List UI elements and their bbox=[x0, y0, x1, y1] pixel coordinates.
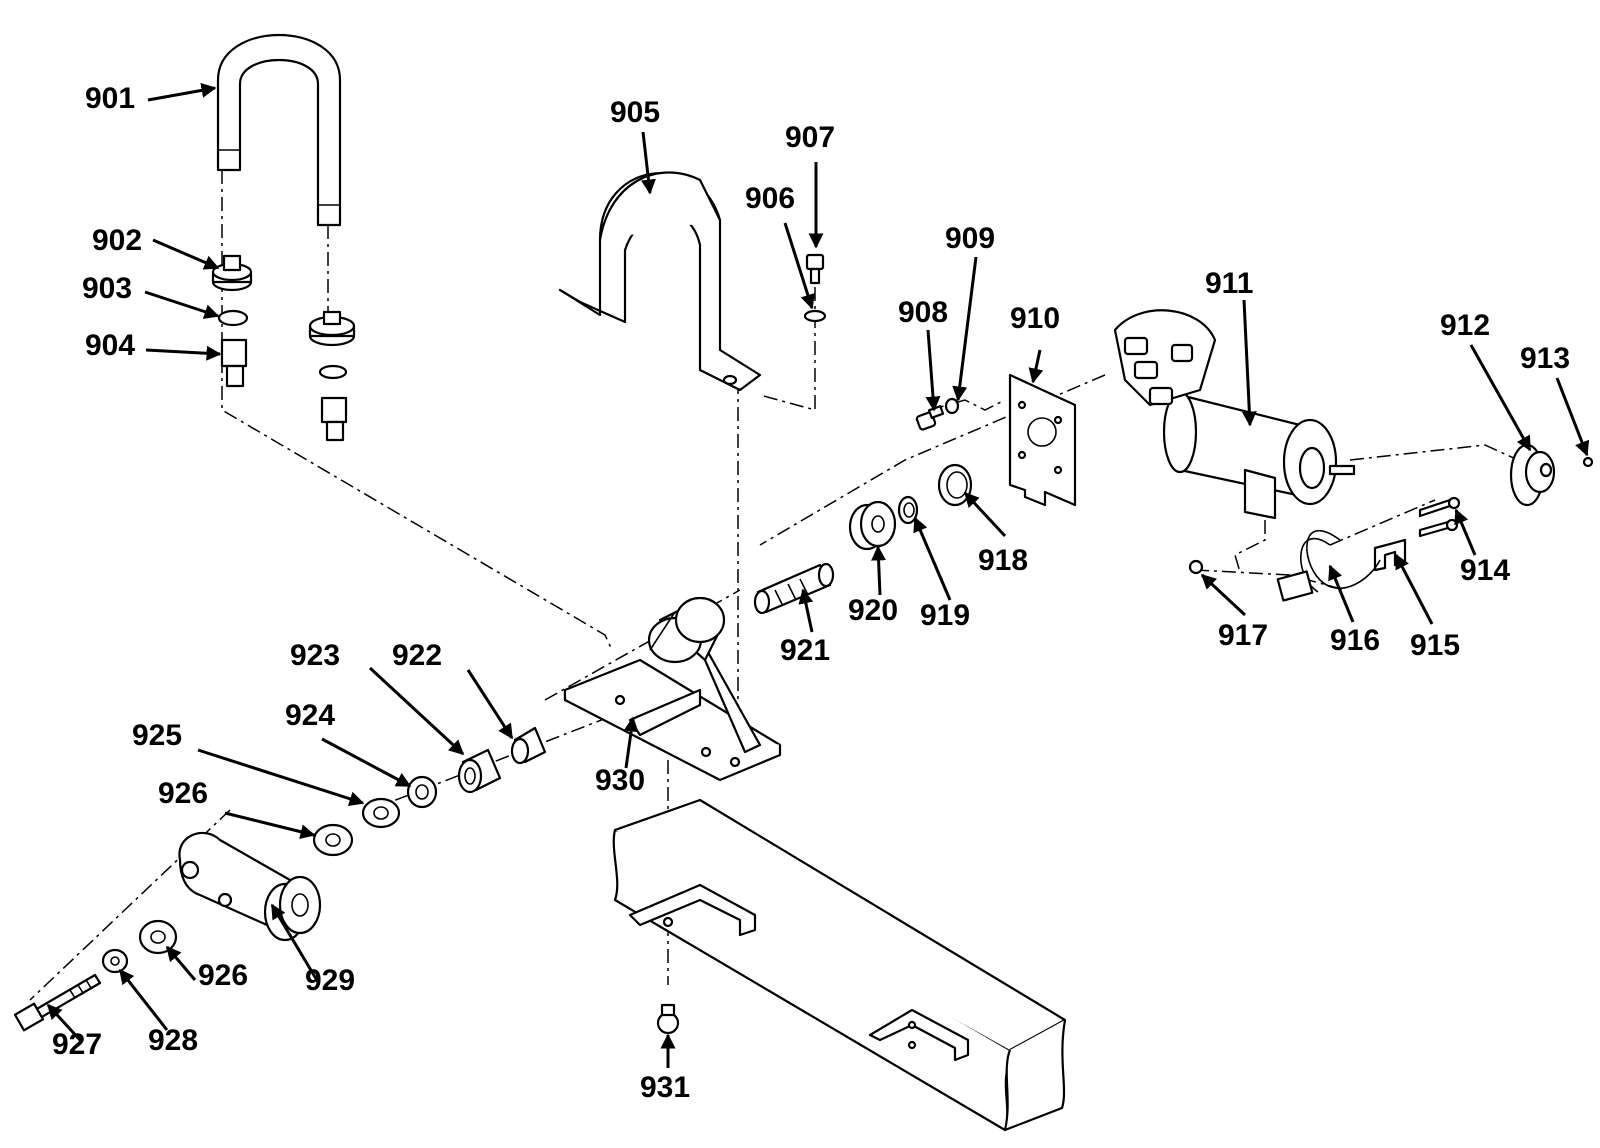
callout-930: 930 bbox=[595, 764, 645, 797]
o-ring-903-left[interactable] bbox=[217, 309, 249, 327]
motor-911[interactable] bbox=[1113, 309, 1356, 520]
plug-902-left[interactable] bbox=[211, 254, 253, 292]
callout-920: 920 bbox=[848, 594, 898, 627]
callout-923: 923 bbox=[290, 639, 340, 672]
base-bracket-930[interactable] bbox=[563, 596, 782, 782]
set-screw-913[interactable] bbox=[1582, 456, 1594, 468]
bolt-908[interactable] bbox=[915, 405, 945, 431]
mount-plate-910[interactable] bbox=[1008, 373, 1077, 507]
callout-921: 921 bbox=[780, 634, 830, 667]
callout-929: 929 bbox=[305, 964, 355, 997]
pulley-912[interactable] bbox=[1509, 443, 1556, 507]
callout-907: 907 bbox=[785, 121, 835, 154]
callout-927: 927 bbox=[52, 1028, 102, 1061]
callout-924: 924 bbox=[285, 699, 335, 732]
washer-925[interactable] bbox=[361, 797, 401, 829]
callout-928: 928 bbox=[148, 1024, 198, 1057]
callout-916: 916 bbox=[1330, 624, 1380, 657]
nut-931[interactable] bbox=[656, 1003, 680, 1035]
callout-906: 906 bbox=[745, 182, 795, 215]
callout-925: 925 bbox=[132, 719, 182, 752]
saddle-bracket-905[interactable] bbox=[558, 171, 762, 392]
bearing-920[interactable] bbox=[848, 500, 897, 551]
callout-913: 913 bbox=[1520, 342, 1570, 375]
callout-903: 903 bbox=[82, 272, 132, 305]
insert-904-left[interactable] bbox=[220, 338, 248, 388]
callout-926-upper: 926 bbox=[158, 777, 208, 810]
washer-926-lower[interactable] bbox=[138, 919, 178, 955]
callout-918: 918 bbox=[978, 544, 1028, 577]
splined-shaft-921[interactable] bbox=[753, 562, 835, 615]
washer-924[interactable] bbox=[406, 775, 438, 809]
callout-915: 915 bbox=[1410, 629, 1460, 662]
callout-911: 911 bbox=[1205, 267, 1253, 300]
u-handle-901[interactable] bbox=[216, 33, 342, 227]
callout-901: 901 bbox=[85, 82, 135, 115]
washer-928[interactable] bbox=[101, 948, 129, 974]
plug-right[interactable] bbox=[308, 310, 356, 347]
washer-906[interactable] bbox=[803, 309, 827, 323]
needle-bearing-923[interactable] bbox=[457, 748, 502, 794]
tension-arm-929[interactable] bbox=[178, 831, 322, 942]
retaining-clip-919[interactable] bbox=[897, 495, 919, 525]
bushing-922[interactable] bbox=[510, 726, 547, 765]
washer-909[interactable] bbox=[944, 397, 960, 415]
callout-904: 904 bbox=[85, 329, 135, 362]
snap-ring-918[interactable] bbox=[937, 463, 973, 507]
callout-914: 914 bbox=[1460, 554, 1510, 587]
callout-917: 917 bbox=[1218, 619, 1268, 652]
nut-917[interactable] bbox=[1188, 559, 1204, 575]
wire-harness-916[interactable] bbox=[1276, 529, 1381, 602]
callout-922: 922 bbox=[392, 639, 442, 672]
frame-rail[interactable] bbox=[612, 798, 1067, 1132]
callout-909: 909 bbox=[945, 222, 995, 255]
screw-907[interactable] bbox=[805, 253, 825, 285]
callout-902: 902 bbox=[92, 224, 142, 257]
washer-926-upper[interactable] bbox=[312, 823, 354, 857]
screws-914[interactable] bbox=[1418, 496, 1461, 538]
bolt-927[interactable] bbox=[13, 973, 102, 1032]
callout-926-lower: 926 bbox=[198, 959, 248, 992]
callouts: 901 902 903 904 905 906 907 908 909 910 … bbox=[52, 82, 1570, 1104]
insert-right[interactable] bbox=[320, 396, 348, 442]
callout-912: 912 bbox=[1440, 309, 1490, 342]
callout-919: 919 bbox=[920, 599, 970, 632]
callout-910: 910 bbox=[1010, 302, 1060, 335]
callout-931: 931 bbox=[640, 1071, 690, 1104]
o-ring-right[interactable] bbox=[318, 364, 348, 380]
callout-908: 908 bbox=[898, 296, 948, 329]
leader-lines bbox=[46, 82, 1590, 1068]
callout-905: 905 bbox=[610, 96, 660, 129]
